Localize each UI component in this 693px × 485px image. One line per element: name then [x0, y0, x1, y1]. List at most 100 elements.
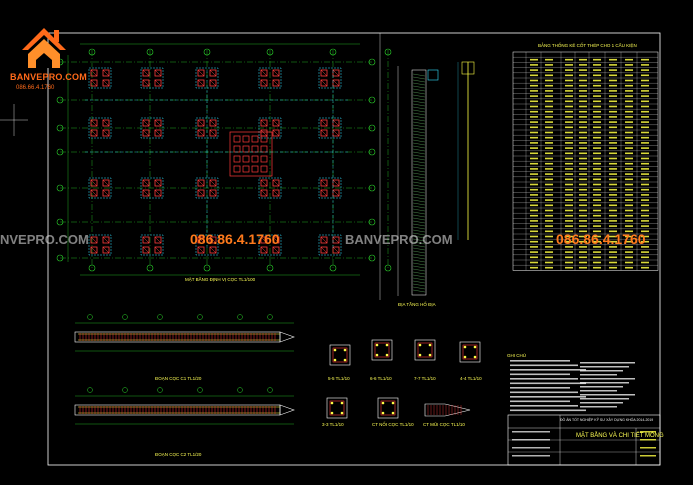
pile-cross: [209, 179, 217, 187]
pile-square: [154, 246, 162, 254]
table-cell-text: [545, 251, 553, 253]
table-cell-text: [565, 131, 573, 134]
soil-hatch: [412, 214, 426, 218]
table-cell-text: [641, 64, 649, 66]
table-cell-text: [530, 157, 538, 160]
table-cell-text: [609, 204, 617, 207]
table-cell-text: [565, 79, 573, 82]
table-cell-text: [609, 178, 617, 181]
table-cell-text: [641, 178, 649, 181]
table-cell-text: [545, 142, 553, 144]
table-cell-text: [641, 142, 649, 144]
table-cell-text: [625, 64, 633, 66]
table-cell-text: [593, 64, 601, 66]
table-cell-text: [641, 90, 649, 92]
note-line: [510, 382, 586, 385]
table-cell-text: [625, 168, 633, 170]
note-line: [580, 398, 629, 400]
section-4-4-shape-bar: [473, 345, 477, 349]
pile-square: [142, 179, 150, 187]
table-cell-text: [565, 152, 573, 155]
table-cell-text: [579, 251, 587, 253]
table-cell-text: [593, 79, 601, 82]
table-cell-text: [609, 95, 617, 97]
table-cell-text: [625, 235, 633, 238]
table-cell-text: [625, 69, 633, 71]
table-cell-text: [609, 84, 617, 87]
pile-square: [260, 69, 268, 77]
table-cell-text: [593, 147, 601, 149]
table-cell-text: [609, 147, 617, 149]
pile-square: [90, 189, 98, 197]
note-line: [580, 366, 629, 368]
table-cell-text: [641, 230, 649, 233]
table-cell-text: [593, 240, 601, 243]
table-cell-text: [565, 69, 573, 71]
soil-hatch: [412, 106, 426, 110]
pile-c2-tag: [237, 387, 243, 393]
title-block-text: [512, 455, 550, 457]
table-cell-text: [641, 266, 649, 269]
table-cell-text: [641, 110, 649, 113]
table-cell-text: [530, 178, 538, 181]
table-cell-text: [579, 157, 587, 160]
table-cell-text: [579, 162, 587, 165]
table-cell-text: [565, 178, 573, 181]
table-cell-text: [593, 110, 601, 113]
table-cell-text: [545, 225, 553, 227]
table-cell-text: [625, 105, 633, 108]
table-cell-text: [579, 230, 587, 233]
note-line: [580, 374, 617, 376]
table-cell-text: [530, 225, 538, 227]
table-cell-text: [565, 58, 573, 61]
note-line: [510, 396, 586, 398]
banvepro-logo: [14, 20, 74, 72]
table-cell-text: [609, 266, 617, 269]
table-cell-text: [625, 79, 633, 82]
title-block-text: [512, 431, 550, 433]
table-cell-text: [593, 214, 601, 217]
pile-c1-tag: [87, 314, 93, 320]
pile-square: [209, 246, 217, 254]
pile-cross: [90, 119, 98, 127]
soil-hatch: [412, 253, 426, 257]
core-pile: [251, 155, 259, 163]
pile-square: [260, 119, 268, 127]
table-cell-text: [609, 74, 617, 77]
table-cell-text: [579, 204, 587, 207]
section-3-3: 3-3 TL1/10: [322, 422, 344, 427]
table-cell-text: [545, 131, 553, 134]
title-block-text: [640, 439, 656, 441]
pile-cross: [320, 119, 328, 127]
title-block-text: [512, 447, 550, 449]
soil-hatch: [412, 226, 426, 230]
section-7-7: 7-7 TL1/10: [414, 376, 436, 381]
table-cell-text: [530, 105, 538, 108]
pile-cross: [260, 236, 268, 244]
table-cell-text: [609, 58, 617, 61]
table-cell-text: [565, 105, 573, 108]
table-cell-text: [593, 188, 601, 191]
pile-square: [102, 69, 110, 77]
table-cell-text: [625, 209, 633, 212]
table-cell-text: [609, 162, 617, 165]
table-cell-text: [609, 209, 617, 212]
plan-title: MẶT BẰNG ĐỊNH VỊ CỌC TL1/100: [185, 277, 256, 282]
table-cell-text: [641, 225, 649, 227]
table-cell-text: [641, 162, 649, 165]
soil-hatch: [412, 187, 426, 191]
table-cell-text: [641, 121, 649, 123]
soil-hatch: [412, 184, 426, 188]
table-cell-text: [579, 136, 587, 139]
pile-cross: [197, 119, 205, 127]
pile-cross: [197, 236, 205, 244]
soil-hatch: [412, 202, 426, 206]
table-cell-text: [625, 256, 633, 259]
table-cell-text: [579, 220, 587, 222]
table-cell-text: [609, 64, 617, 66]
soil-hatch: [412, 157, 426, 161]
table-cell-text: [565, 90, 573, 92]
table-cell-text: [593, 69, 601, 71]
table-cell-text: [565, 256, 573, 259]
